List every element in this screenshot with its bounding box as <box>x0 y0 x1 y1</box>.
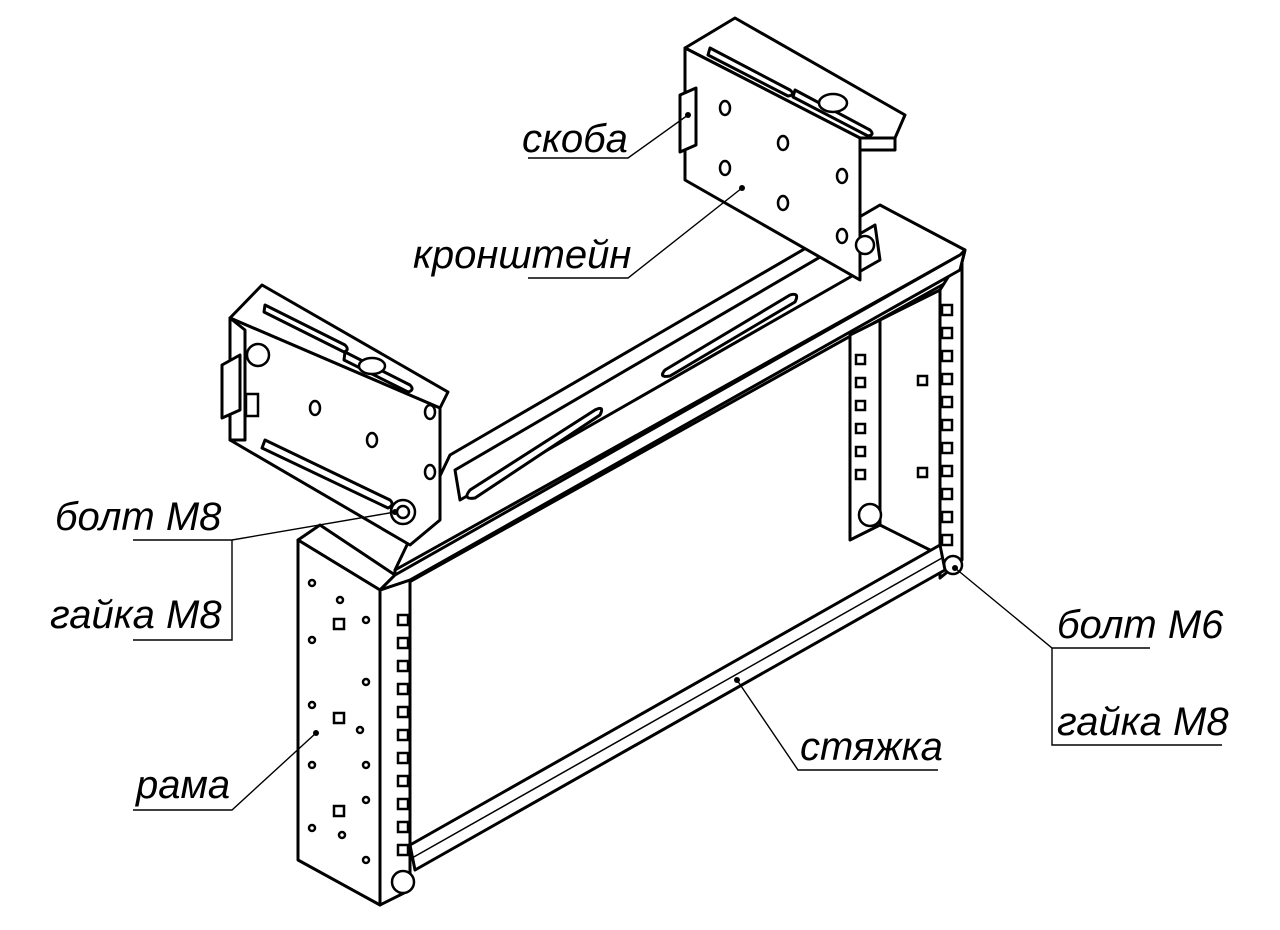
clip-left <box>220 353 242 420</box>
beam-slot-right <box>660 292 799 378</box>
label-gaika-m8-left: гайка М8 <box>50 593 222 637</box>
bracket-left-bolt <box>357 356 387 376</box>
bracket-left <box>220 283 450 547</box>
label-rama: рама <box>135 763 230 807</box>
label-bolt-m6: болт М6 <box>1057 603 1224 647</box>
label-bolt-m8: болт М8 <box>55 495 222 539</box>
clip-right <box>678 86 698 154</box>
labels: скоба кронштейн болт М8 гайка М8 болт М6… <box>50 117 1229 807</box>
bolt-front-bottom <box>390 869 416 895</box>
leaders <box>133 112 1222 811</box>
bracket-right <box>678 16 907 282</box>
nut-right-back <box>857 502 883 528</box>
bottom-tie <box>408 543 947 872</box>
label-skoba: скоба <box>522 117 628 161</box>
label-kronshtein: кронштейн <box>413 233 631 277</box>
label-gaika-m8-right: гайка М8 <box>1057 700 1229 744</box>
bracket-right-bolt <box>817 92 849 114</box>
frame-front <box>296 248 967 907</box>
beam-slot-left <box>465 406 604 500</box>
frame-right <box>848 253 964 580</box>
label-styazhka: стяжка <box>800 725 943 769</box>
